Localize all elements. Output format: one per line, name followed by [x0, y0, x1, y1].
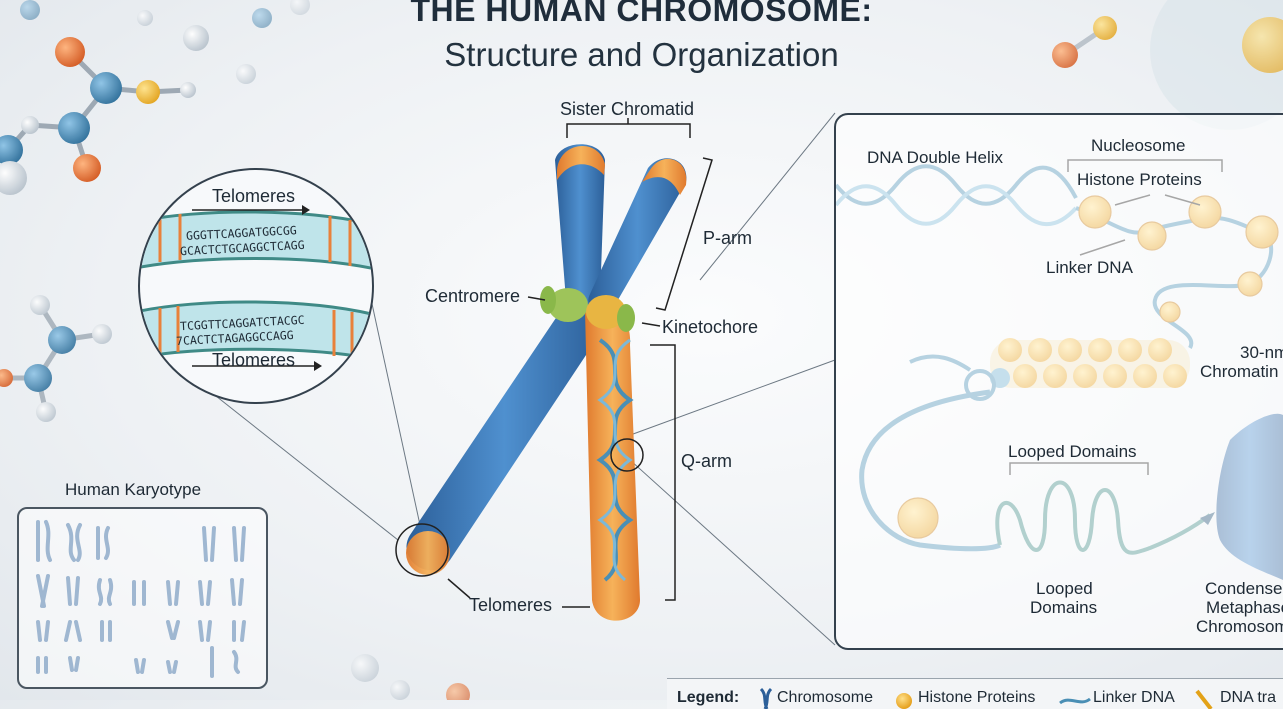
molecule-icon: [0, 0, 310, 195]
label-q-arm: Q-arm: [681, 451, 732, 471]
zoom-label-telomeres-bottom: Telomeres: [212, 350, 296, 370]
label-dna-double-helix: DNA Double Helix: [867, 148, 1004, 167]
legend-item-dna: DNA tra: [1220, 689, 1277, 706]
label-looped: Looped: [1036, 579, 1093, 598]
legend-item-chromosome: Chromosome: [777, 689, 874, 706]
label-domains: Domains: [1030, 598, 1098, 617]
label-centromere: Centromere: [425, 286, 521, 306]
label-histone-proteins: Histone Proteins: [1077, 170, 1202, 189]
chromosome-illustration: [395, 144, 687, 621]
label-30nm: 30-nm: [1240, 343, 1283, 362]
label-kinetochore: Kinetochore: [662, 317, 759, 337]
chromatin-detail-panel: [834, 113, 1283, 650]
zoom-label-telomeres-top: Telomeres: [212, 186, 296, 206]
label-condensed: Condensed: [1205, 579, 1283, 598]
page-subtitle: Structure and Organization: [444, 36, 839, 73]
label-looped-domains-top: Looped Domains: [1008, 442, 1137, 461]
label-metaphase: Metaphase: [1206, 598, 1283, 617]
label-linker-dna: Linker DNA: [1046, 258, 1133, 277]
molecule-icon: [1052, 0, 1283, 130]
legend-item-linker-dna: Linker DNA: [1093, 689, 1175, 706]
legend: Legend: Chromosome Histone Proteins Link…: [667, 678, 1283, 709]
label-telomeres: Telomeres: [469, 595, 553, 615]
label-chromosome: Chromosome: [1196, 617, 1283, 636]
label-p-arm: P-arm: [703, 228, 752, 248]
legend-item-histone-proteins: Histone Proteins: [918, 689, 1036, 706]
label-nucleosome: Nucleosome: [1091, 136, 1186, 155]
karyotype-label: Human Karyotype: [65, 480, 202, 499]
molecule-icon: [0, 295, 112, 422]
label-chromatin: Chromatin: [1200, 362, 1279, 381]
molecule-icon: [351, 654, 470, 700]
telomere-zoom-circle: Telomeres GGGTTCAGGATGGCGG GCACTCTGCAGGC…: [138, 168, 374, 404]
karyotype-panel: [17, 507, 268, 689]
page-title: THE HUMAN CHROMOSOME:: [410, 0, 873, 28]
label-sister-chromatid: Sister Chromatid: [560, 99, 695, 119]
label-brackets: [447, 118, 713, 608]
